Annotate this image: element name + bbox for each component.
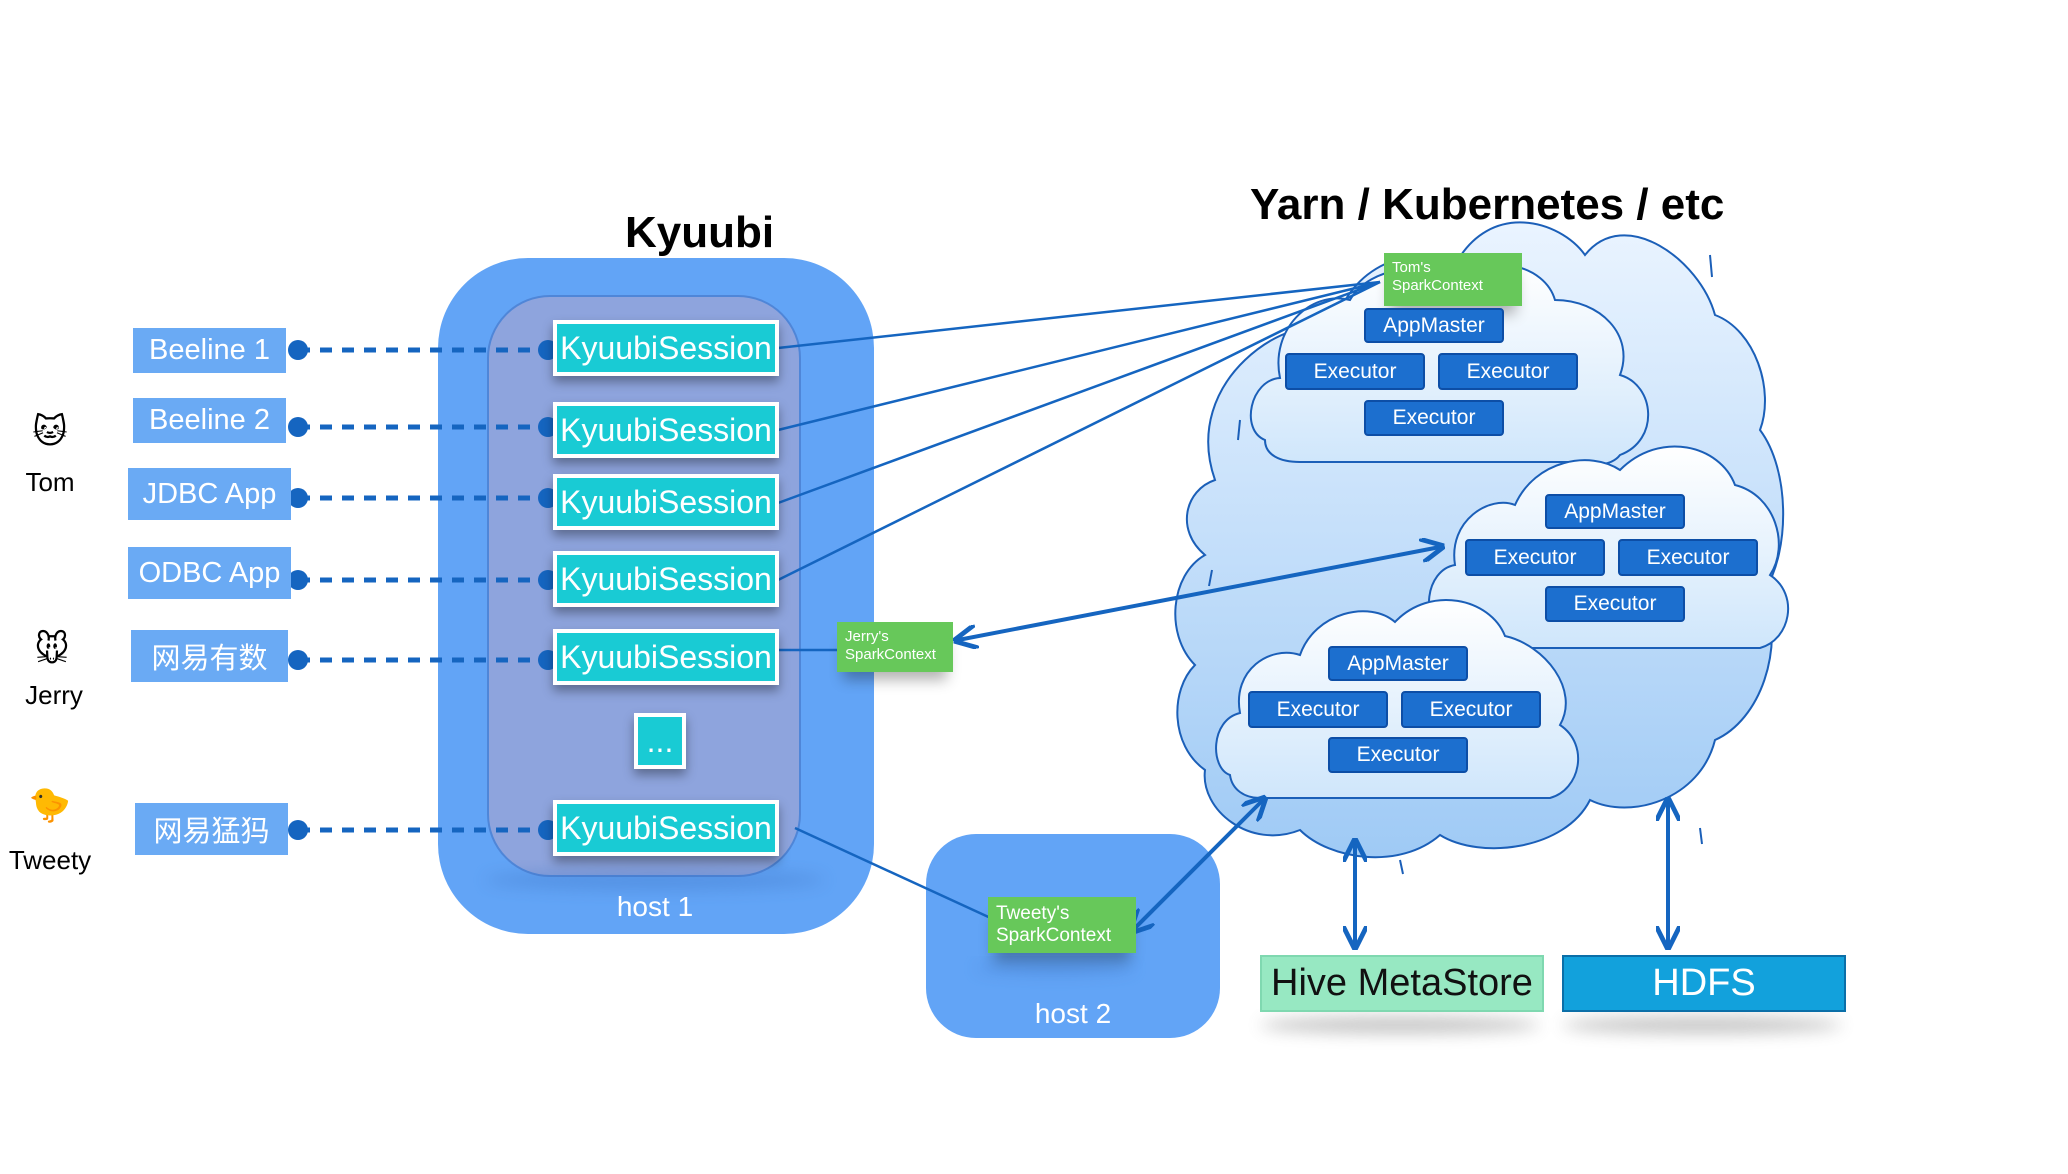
- user-name-tom: Tom: [25, 467, 75, 497]
- app-3-executor-3[interactable]: Executor: [1328, 737, 1468, 773]
- user-name-tweety: Tweety: [8, 845, 92, 875]
- app-2-executor-3[interactable]: Executor: [1545, 586, 1685, 622]
- session-context-links: [777, 280, 1381, 922]
- host-2-label: host 2: [1034, 998, 1112, 1029]
- cat-face-icon: 🐱: [32, 413, 68, 451]
- kyuubi-session-3[interactable]: KyuubiSession: [553, 474, 779, 530]
- app-1-executor-3[interactable]: Executor: [1364, 400, 1504, 436]
- kyuubi-session-2[interactable]: KyuubiSession: [553, 402, 779, 458]
- client-jdbc-app[interactable]: JDBC App: [128, 468, 291, 520]
- tom-spark-context[interactable]: Tom's SparkContext: [1384, 253, 1522, 306]
- app-3-executor-2[interactable]: Executor: [1401, 691, 1541, 728]
- client-odbc-app[interactable]: ODBC App: [128, 547, 291, 599]
- kyuubi-session-ellipsis[interactable]: ...: [634, 713, 686, 769]
- hive-metastore[interactable]: Hive MetaStore: [1260, 955, 1544, 1012]
- mouse-face-icon: 🐭: [34, 631, 70, 669]
- client-session-connectors: [298, 347, 545, 833]
- cluster-title: Yarn / Kubernetes / etc: [1250, 180, 1725, 229]
- context-cluster-arrows: [958, 547, 1668, 945]
- app-3-executor-1[interactable]: Executor: [1248, 691, 1388, 728]
- kyuubi-session-5[interactable]: KyuubiSession: [553, 629, 779, 685]
- chick-icon: 🐤: [28, 786, 72, 824]
- app-3-master[interactable]: AppMaster: [1328, 646, 1468, 681]
- kyuubi-session-4[interactable]: KyuubiSession: [553, 551, 779, 607]
- client-wangyi-youshu[interactable]: 网易有数: [131, 630, 288, 682]
- app-1-executor-2[interactable]: Executor: [1438, 353, 1578, 390]
- user-name-jerry: Jerry: [25, 680, 83, 710]
- kyuubi-title: Kyuubi: [625, 208, 775, 257]
- host-1-label: host 1: [616, 891, 694, 922]
- kyuubi-session-1[interactable]: KyuubiSession: [553, 320, 779, 376]
- app-1-master[interactable]: AppMaster: [1364, 308, 1504, 343]
- tweety-spark-context[interactable]: Tweety's SparkContext: [988, 897, 1136, 953]
- app-2-master[interactable]: AppMaster: [1545, 494, 1685, 529]
- client-beeline-1[interactable]: Beeline 1: [133, 328, 286, 373]
- client-beeline-2[interactable]: Beeline 2: [133, 398, 286, 443]
- app-2-executor-1[interactable]: Executor: [1465, 539, 1605, 576]
- hdfs[interactable]: HDFS: [1562, 955, 1846, 1012]
- app-2-executor-2[interactable]: Executor: [1618, 539, 1758, 576]
- kyuubi-session-6[interactable]: KyuubiSession: [553, 800, 779, 856]
- app-cloud-2: [1428, 445, 1789, 649]
- jerry-spark-context[interactable]: Jerry's SparkContext: [837, 622, 953, 672]
- app-1-executor-1[interactable]: Executor: [1285, 353, 1425, 390]
- client-wangyi-mengma[interactable]: 网易猛犸: [135, 803, 288, 855]
